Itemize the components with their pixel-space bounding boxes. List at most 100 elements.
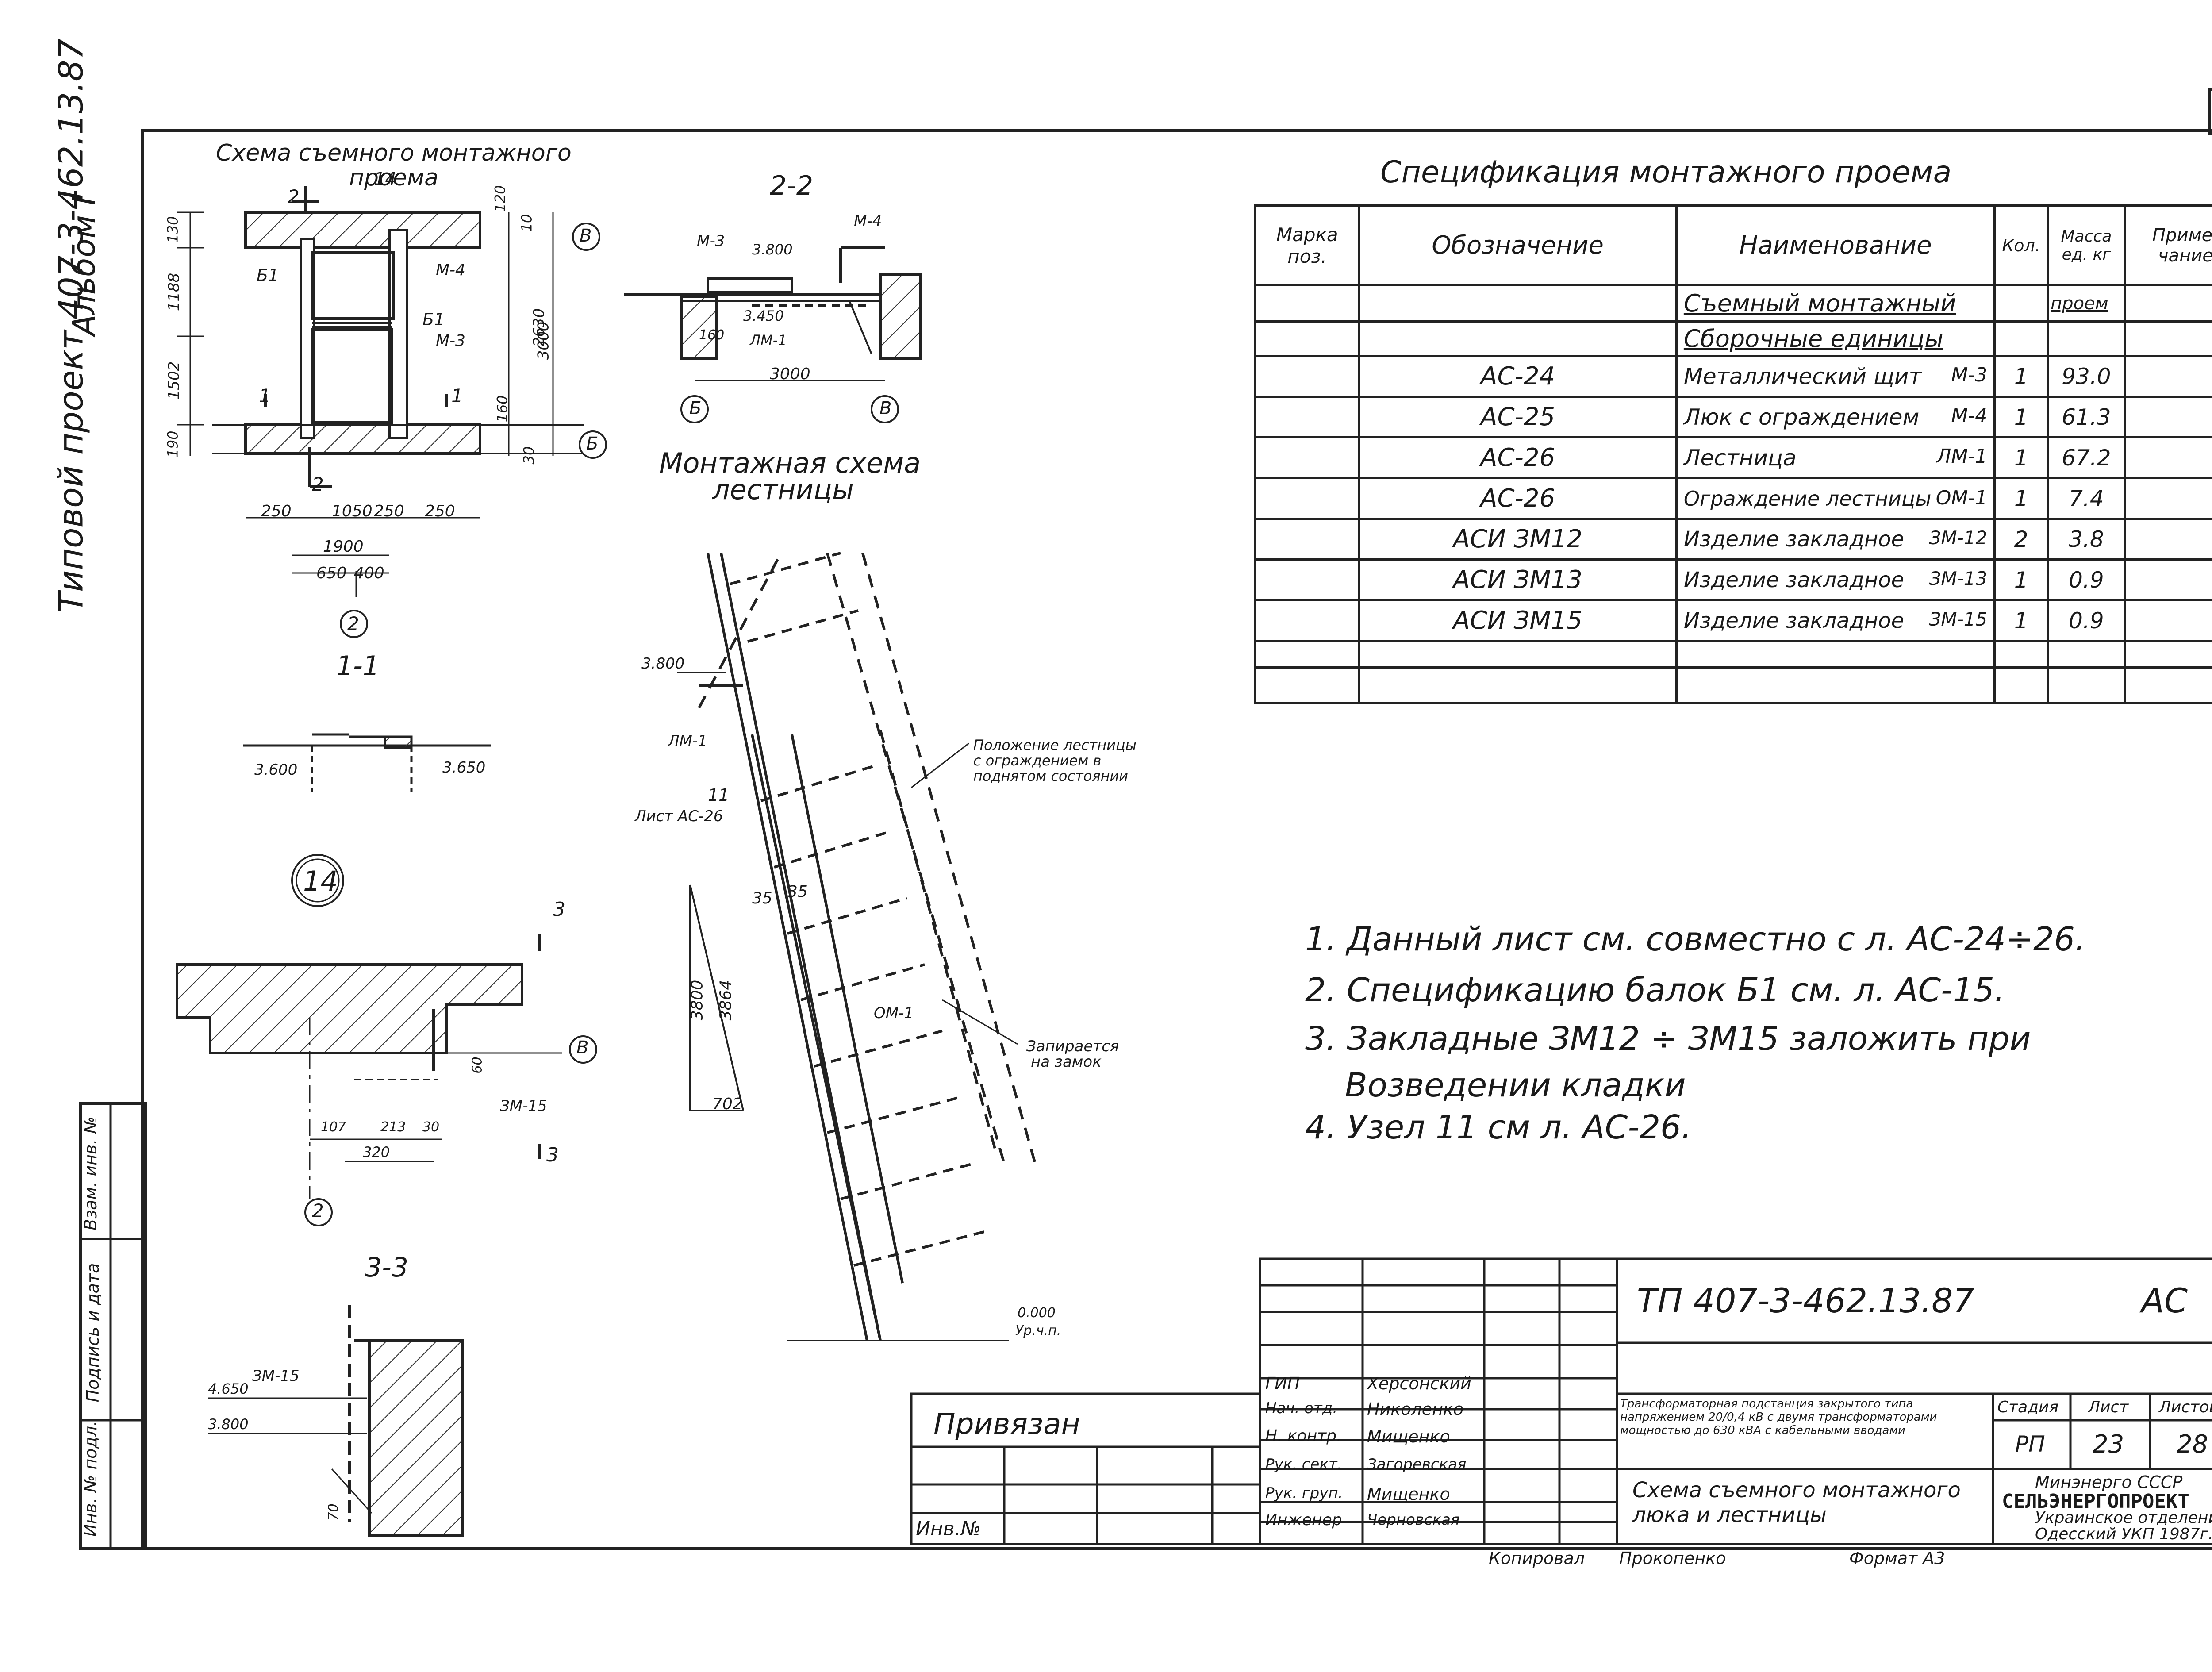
title-block-grid [910, 1257, 2212, 1545]
doc-type: АС [2141, 1281, 2188, 1320]
plan-m3: М-3 [436, 332, 465, 350]
spec-row-code: АС-25 [1358, 396, 1678, 438]
plan-dim-160: 160 [494, 395, 511, 423]
section-1-1-drawing [243, 733, 491, 907]
plan-view [177, 186, 607, 638]
plan-dim-400: 400 [354, 564, 384, 582]
section-2-2-title: 2-2 [770, 170, 813, 201]
plan-dim-30: 30 [520, 446, 538, 465]
s33-zm15: ЗМ-15 [252, 1367, 300, 1385]
plan-dim-1900: 1900 [323, 538, 364, 556]
spec-row-code: АСИ ЗМ13 [1358, 558, 1678, 601]
detail-dim-30: 30 [422, 1119, 440, 1135]
plan-dim-250a: 250 [261, 502, 292, 520]
spec-row-qty: 1 [1993, 355, 2049, 398]
left-strip [79, 1102, 147, 1550]
section-2-2-drawing [624, 246, 922, 423]
plan-dim-250c: 250 [425, 502, 455, 520]
plan-dim-10: 10 [518, 214, 535, 232]
spec-row-code: АСИ ЗМ12 [1358, 518, 1678, 561]
plan-dim-190: 190 [164, 430, 181, 458]
ladder-position-note-3: поднятом состоянии [973, 768, 1129, 784]
ladder-om1: ОМ-1 [874, 1004, 914, 1022]
ladder-node-11: 11 [708, 785, 730, 805]
ladder-position-note-1: Положение лестницы [973, 737, 1137, 753]
plan-beam-b1b: Б1 [422, 310, 445, 329]
plan-cut-2b: 2 [312, 473, 324, 495]
spec-row-mark: ЗМ-13 [1929, 567, 1988, 589]
note-3-cont: Возведении кладки [1345, 1066, 1686, 1104]
spec-header-qty: Кол. [1993, 204, 2049, 286]
section-3-3-title: 3-3 [365, 1252, 408, 1283]
spec-row-code: АС-26 [1358, 477, 1678, 520]
ladder-dim-702: 702 [712, 1095, 743, 1113]
spec-row-mark: ЛМ-1 [1936, 445, 1988, 468]
spec-row-mark: ОМ-1 [1936, 486, 1988, 509]
s33-el-4650: 4.650 [208, 1380, 249, 1397]
detail-dim-213: 213 [380, 1119, 406, 1135]
spec-row-mass: 0.9 [2047, 599, 2126, 642]
plan-axis-v: В [580, 226, 592, 246]
plan-dim-1502: 1502 [165, 361, 183, 400]
s22-dim-160: 160 [699, 327, 725, 343]
ladder-h-3800: 3800 [688, 980, 707, 1021]
note-1: 1. Данный лист см. совместно с л. АС-24÷… [1305, 920, 2085, 958]
note-4: 4. Узел 11 см л. АС-26. [1305, 1108, 1692, 1146]
s22-axis-b: Б [689, 398, 702, 419]
spec-row-name: Изделие закладное [1683, 527, 1905, 552]
sheet-value: 23 [2093, 1430, 2124, 1459]
spec-row-mass: 61.3 [2047, 396, 2126, 438]
plan-cut-2a: 2 [288, 186, 300, 208]
ladder-floor-level: Ур.ч.п. [1015, 1323, 1061, 1338]
spec-row-code: АС-26 [1358, 436, 1678, 479]
stage-value: РП [2015, 1431, 2045, 1457]
detail-zm15: ЗМ-15 [500, 1097, 547, 1115]
ladder-h-3864: 3864 [717, 980, 735, 1021]
name-chernovskaya: Черновская [1367, 1511, 1460, 1529]
spec-row-mark: ЗМ-12 [1929, 527, 1988, 549]
plan-dim-650: 650 [316, 564, 347, 582]
drawing-name: Схема съемного монтажного люка и лестниц… [1632, 1478, 1961, 1527]
detail-plan-drawing [176, 934, 597, 1226]
spec-section-name: Съемный монтажный [1675, 284, 1996, 323]
binding-label: Привязан [933, 1407, 1080, 1441]
sheets-header: Листов [2159, 1398, 2212, 1416]
ladder-dim-35b: 35 [787, 883, 808, 901]
sheet-number-box [2208, 88, 2212, 135]
ladder-sheet-ref: Лист АС-26 [635, 807, 723, 825]
role-n-kontr: Н. контр. [1265, 1427, 1342, 1445]
ladder-lock-note-2: на замок [1031, 1053, 1102, 1071]
s22-el-3800: 3.800 [752, 241, 793, 258]
s22-dim-3000: 3000 [770, 365, 810, 383]
spec-row-code: АСИ ЗМ15 [1358, 599, 1678, 642]
org-ministry: Минэнерго СССР [2035, 1472, 2183, 1492]
plan-dim-250b: 250 [374, 502, 404, 520]
ladder-scheme-title-2: лестницы [712, 473, 854, 506]
spec-row-code: АС-24 [1358, 355, 1678, 398]
spec-row-name: Люк с ограждением [1683, 404, 1920, 430]
spec-row-mass: 93.0 [2047, 355, 2126, 398]
role-nach-otd: Нач. отд. [1265, 1399, 1338, 1417]
spec-section-mass: проем [2047, 284, 2126, 323]
removable-opening-title: Схема съемного монтажного проема [216, 140, 572, 191]
detail-dim-107: 107 [321, 1119, 346, 1135]
spec-header-mass: Масса ед. кг [2047, 204, 2126, 286]
role-inzhener: Инженер [1265, 1511, 1342, 1529]
spec-row-qty: 1 [1993, 558, 2049, 601]
section-3-3-drawing [208, 1305, 464, 1537]
spec-title: Спецификация монтажного проема [1380, 155, 1952, 190]
s22-m3: М-3 [697, 232, 725, 250]
drawing-code: ТП 407-3-462.13.87 [1637, 1281, 1974, 1320]
note-2: 2. Спецификацию балок Б1 см. л. АС-15. [1305, 971, 2005, 1009]
format-label: Формат А3 [1849, 1549, 1945, 1568]
stage-header: Стадия [1997, 1398, 2059, 1416]
spec-table: Марка поз. Обозначение Наименование Кол.… [1254, 204, 2212, 704]
plan-dim-1050: 1050 [332, 502, 373, 520]
s33-dim-70: 70 [326, 1503, 342, 1521]
